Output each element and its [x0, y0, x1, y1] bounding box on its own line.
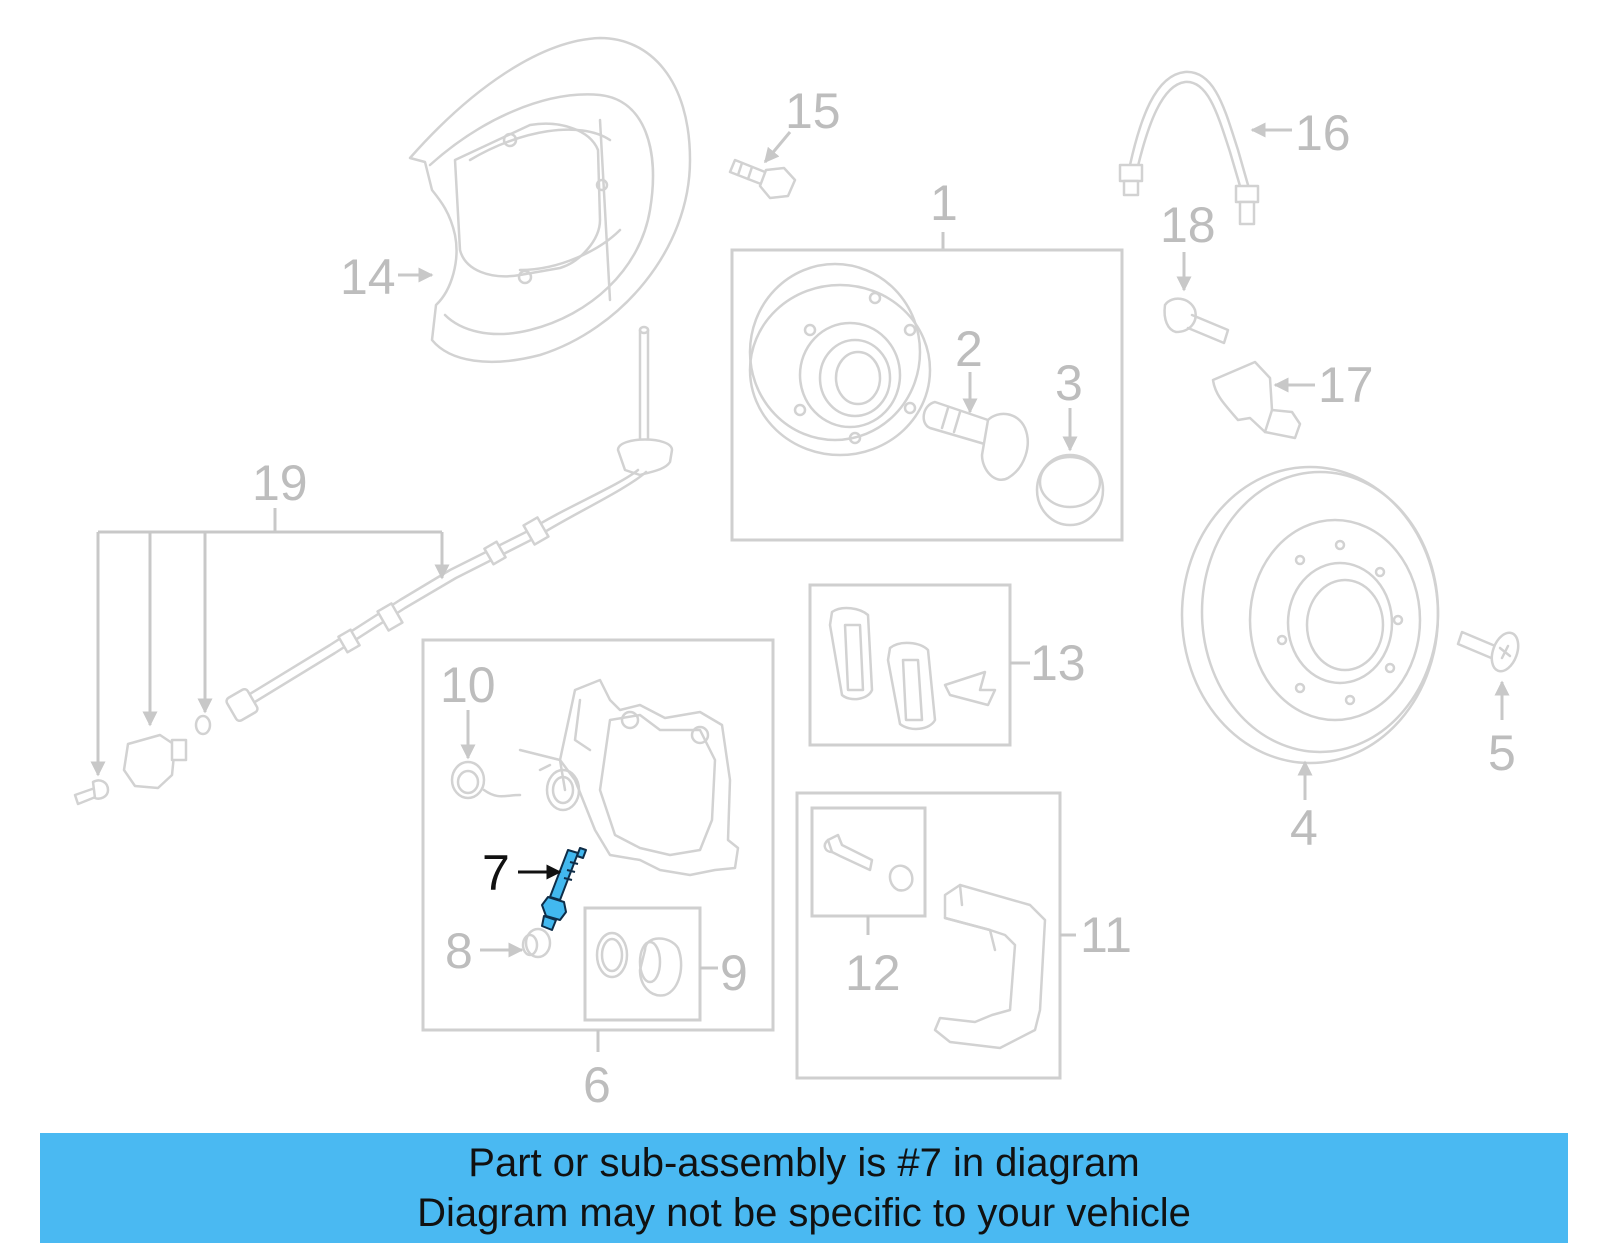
callout-15: 15 — [785, 83, 841, 139]
callout-9: 9 — [720, 945, 748, 1001]
sensor-grommet[interactable] — [194, 714, 212, 736]
callout-7: 7 — [482, 845, 510, 901]
callout-4: 4 — [1290, 800, 1318, 856]
callout-1: 1 — [930, 175, 958, 231]
brake-caliper[interactable] — [518, 678, 740, 877]
splash-shield[interactable] — [408, 36, 692, 364]
callout-14: 14 — [340, 249, 396, 305]
callout-16: 16 — [1295, 105, 1351, 161]
brake-hose[interactable] — [1118, 70, 1260, 226]
callout-2: 2 — [955, 321, 983, 377]
guide-pin-box[interactable] — [810, 806, 927, 918]
bolt-15[interactable] — [728, 158, 797, 200]
sensor-connector[interactable] — [122, 733, 188, 790]
callout-13: 13 — [1030, 635, 1086, 691]
caliper-bracket[interactable] — [933, 883, 1047, 1050]
callout-11: 11 — [1080, 907, 1132, 963]
bleeder-screw-highlighted[interactable] — [541, 847, 587, 931]
bleeder-cap[interactable] — [521, 927, 552, 959]
caliper-boot[interactable] — [545, 768, 581, 812]
rotor-screw[interactable] — [1456, 629, 1523, 675]
bracket-17[interactable] — [1211, 360, 1302, 440]
callout-3: 3 — [1055, 355, 1083, 411]
seal-kit[interactable] — [595, 931, 683, 997]
callout-17: 17 — [1318, 357, 1374, 413]
callout-6: 6 — [583, 1057, 611, 1113]
brake-pads-box[interactable] — [808, 583, 1012, 747]
callout-8: 8 — [445, 923, 473, 979]
brake-pads[interactable] — [828, 606, 997, 731]
caliper-spring-10[interactable] — [450, 760, 522, 800]
seal-kit-box[interactable] — [583, 906, 702, 1022]
banner-line-part: Part or sub-assembly is #7 in diagram — [468, 1141, 1140, 1185]
hub-assembly-box[interactable] — [730, 248, 1124, 542]
dust-cap[interactable] — [1035, 453, 1105, 527]
hub-bolt[interactable] — [922, 400, 1029, 481]
wheel-hub[interactable] — [748, 262, 932, 457]
callout-10: 10 — [440, 657, 496, 713]
brake-rotor[interactable] — [1180, 465, 1440, 765]
callout-18: 18 — [1160, 197, 1216, 253]
info-banner: Part or sub-assembly is #7 in diagram Di… — [40, 1133, 1568, 1243]
abs-sensor-19[interactable] — [225, 325, 674, 723]
callout-5: 5 — [1488, 725, 1516, 781]
banner-line-disclaimer: Diagram may not be specific to your vehi… — [417, 1191, 1191, 1235]
guide-pins[interactable] — [823, 833, 914, 892]
callout-12: 12 — [845, 945, 901, 1001]
sensor-bolt[interactable] — [73, 779, 110, 806]
callout-19: 19 — [252, 455, 308, 511]
bolt-18[interactable] — [1163, 297, 1230, 345]
